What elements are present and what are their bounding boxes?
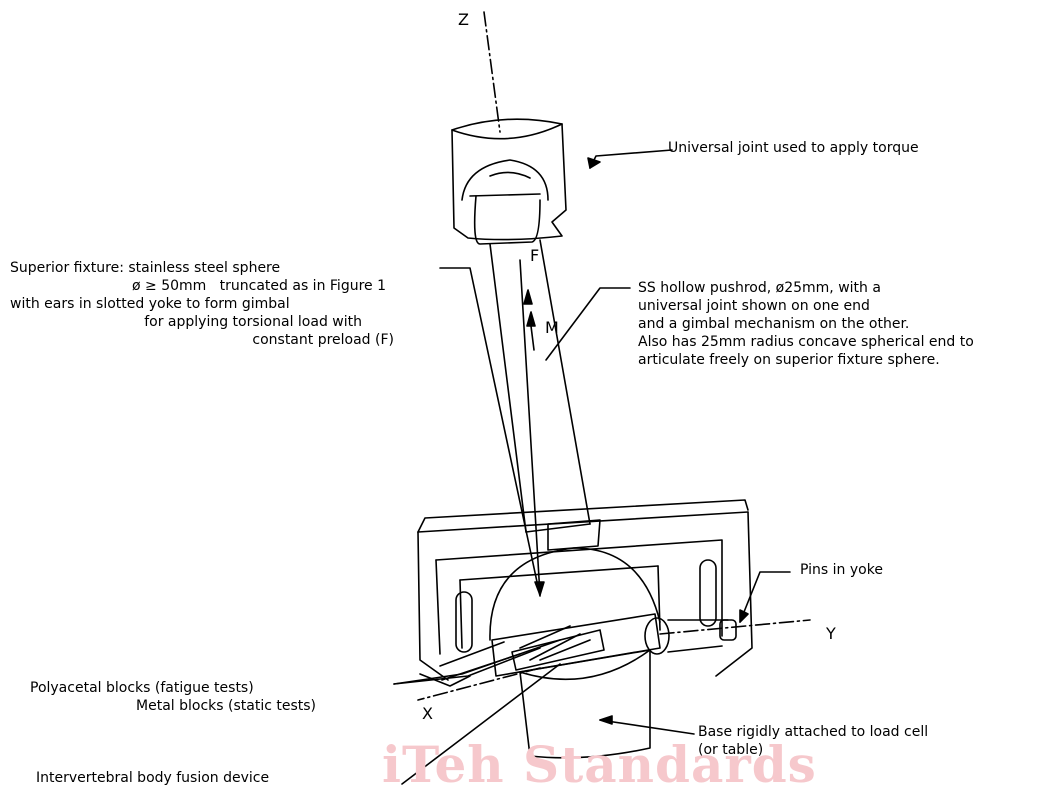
label-pushrod-2: universal joint shown on one end (638, 298, 870, 314)
leader-lines (393, 149, 791, 785)
force-label: F (530, 246, 540, 265)
label-pushrod-4: Also has 25mm radius concave spherical e… (638, 334, 974, 350)
label-universal-joint: Universal joint used to apply torque (668, 140, 919, 156)
x-axis-line (417, 667, 541, 701)
universal-joint (451, 118, 567, 245)
test-blocks (419, 613, 661, 687)
pushrod (489, 239, 591, 533)
label-pushrod-1: SS hollow pushrod, ø25mm, with a (638, 280, 881, 296)
y-axis-label: Y (826, 624, 836, 643)
label-base-1: Base rigidly attached to load cell (698, 724, 929, 740)
watermark: iTeh Standards (382, 735, 817, 794)
z-axis-line (483, 11, 501, 133)
label-superior-fixture-2: ø ≥ 50mm truncated as in Figure 1 (132, 278, 386, 294)
label-fusion-device: Intervertebral body fusion device (36, 770, 270, 786)
label-pushrod-3: and a gimbal mechanism on the other. (638, 316, 910, 332)
label-blocks-1: Polyacetal blocks (fatigue tests) (30, 680, 254, 696)
label-superior-fixture-5: constant preload (F) (252, 332, 394, 348)
z-axis-label: Z (458, 10, 469, 29)
label-pushrod-5: articulate freely on superior fixture sp… (638, 352, 940, 368)
label-blocks-2: Metal blocks (static tests) (136, 698, 316, 714)
label-pins: Pins in yoke (800, 562, 883, 578)
base-block (519, 649, 651, 759)
label-superior-fixture-3: with ears in slotted yoke to form gimbal (10, 296, 290, 312)
superior-sphere (489, 519, 729, 655)
label-superior-fixture-4: for applying torsional load with (144, 314, 362, 330)
force-arrows (519, 259, 545, 596)
moment-label: M (545, 318, 559, 337)
gimbal-yoke (417, 499, 753, 681)
x-axis-label: X (422, 704, 433, 723)
label-base-2: (or table) (698, 742, 764, 758)
y-axis-line (659, 619, 811, 635)
label-superior-fixture-1: Superior fixture: stainless steel sphere (10, 260, 281, 276)
